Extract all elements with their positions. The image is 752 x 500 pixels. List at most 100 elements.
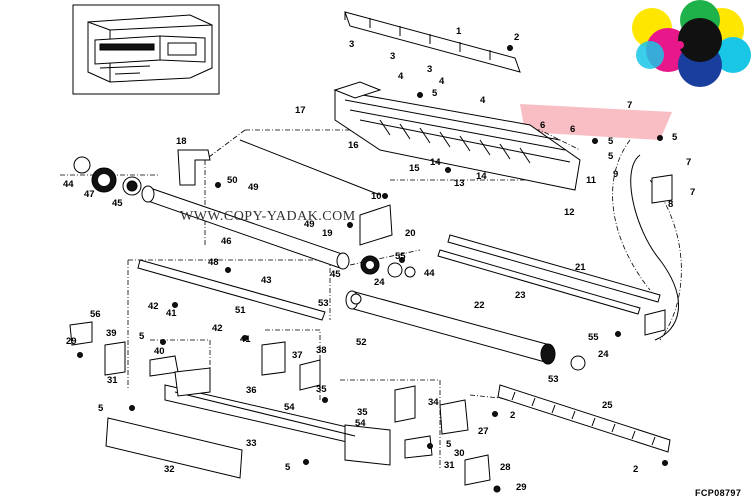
callout-c48: 48 [208,257,219,268]
callout-c43: 43 [261,275,272,286]
callout-c7a: 7 [627,100,632,111]
part-bracket-18 [177,149,211,186]
callout-c41b: 41 [240,334,251,345]
callout-c50: 50 [227,175,238,186]
callout-c46: 46 [221,236,232,247]
part-upper-frame [333,81,581,191]
callout-c4c: 4 [480,95,486,106]
part-rail-43 [137,259,326,321]
callout-c4b: 4 [439,76,445,87]
callout-c28: 28 [500,462,511,473]
callout-c2c: 2 [633,464,638,475]
callout-c49a: 49 [248,182,259,193]
callout-c5f: 5 [98,403,104,414]
cmyk-logo [632,0,751,87]
callout-c5g: 5 [446,439,452,450]
callout-c25: 25 [602,400,613,411]
callout-c14a: 14 [430,157,441,168]
callout-c15: 15 [409,163,420,174]
callout-c30: 30 [454,448,465,459]
callout-c53a: 53 [318,298,329,309]
part-rods-21-23 [437,234,661,315]
callout-c51: 51 [235,305,246,316]
part-arm-20 [359,204,393,246]
gear-mid-group [360,255,416,278]
part-lower-frame-33 [164,384,391,466]
callout-c7c: 7 [690,187,695,198]
callout-c23: 23 [515,290,526,301]
callout-c56: 56 [90,309,101,320]
callout-c17: 17 [295,105,306,116]
part-heat-roller-46 [141,185,350,270]
callout-c2a: 2 [514,32,519,43]
callout-c37: 37 [292,350,303,361]
callout-c1: 1 [456,26,462,37]
callout-c31b: 31 [444,460,455,471]
highlight-region [520,104,672,140]
callout-c42a: 42 [148,301,159,312]
callout-c10: 10 [371,191,382,202]
callout-c5d: 5 [608,151,614,162]
gear-left-group [73,156,142,196]
callout-c29a: 29 [66,336,77,347]
callout-c32: 32 [164,464,175,475]
callout-c47: 47 [84,189,95,200]
part-top-bar [344,11,521,73]
callout-c40: 40 [154,346,165,357]
callout-c5b: 5 [672,132,678,143]
callout-c7b: 7 [686,157,691,168]
callout-c54a: 54 [284,402,295,413]
callout-c14b: 14 [476,171,487,182]
callout-c22: 22 [474,300,485,311]
callout-c16: 16 [348,140,359,151]
callout-c3a: 3 [349,39,354,50]
callout-c38: 38 [316,345,327,356]
callout-c41a: 41 [166,308,177,319]
callout-c35b: 35 [357,407,368,418]
callout-c31a: 31 [107,375,118,386]
callout-c5c: 5 [608,136,614,147]
callout-c45b: 45 [330,269,341,280]
callout-c13: 13 [454,178,465,189]
figure-code: FCP08797 [695,488,741,498]
callout-c45a: 45 [112,198,123,209]
part-pressure-roller-22 [345,290,586,371]
callout-c55b: 55 [588,332,599,343]
callout-c21: 21 [575,262,586,273]
callout-c6a: 6 [540,120,545,131]
callout-c24a: 24 [374,277,385,288]
callout-c33: 33 [246,438,257,449]
callout-c49b: 49 [304,219,315,230]
callout-c3c: 3 [427,64,432,75]
part-guide-25 [497,384,671,453]
callout-c42b: 42 [212,323,223,334]
callout-c2b: 2 [510,410,515,421]
screw-markers [77,45,668,493]
callout-c39: 39 [106,328,117,339]
callout-labels: 1 2 3 3 3 4 4 4 5 6 6 7 5 5 5 7 7 8 9 11… [63,26,695,493]
callout-c6b: 6 [570,124,575,135]
callout-c24b: 24 [598,349,609,360]
callout-c34: 34 [428,397,439,408]
callout-c52: 52 [356,337,367,348]
callout-c44a: 44 [63,179,74,190]
part-rod-16 [239,139,381,196]
callout-c18: 18 [176,136,187,147]
part-plate-32 [105,417,243,479]
printer-overview-inset [72,4,220,95]
callout-c5h: 5 [285,462,291,473]
wire-harness [630,154,679,341]
callout-c4a: 4 [398,71,404,82]
callout-c12: 12 [564,207,575,218]
callout-c19: 19 [322,228,333,239]
callout-c27: 27 [478,426,489,437]
callout-c55a: 55 [395,251,406,262]
callout-c5e: 5 [139,331,145,342]
callout-c54b: 54 [355,418,366,429]
part-left-side-brackets [69,321,321,397]
watermark-text: WWW.COPY-YADAK.COM [180,209,356,224]
callout-c8: 8 [668,199,673,210]
callout-c29b: 29 [516,482,527,493]
part-right-side-brackets [394,174,673,486]
